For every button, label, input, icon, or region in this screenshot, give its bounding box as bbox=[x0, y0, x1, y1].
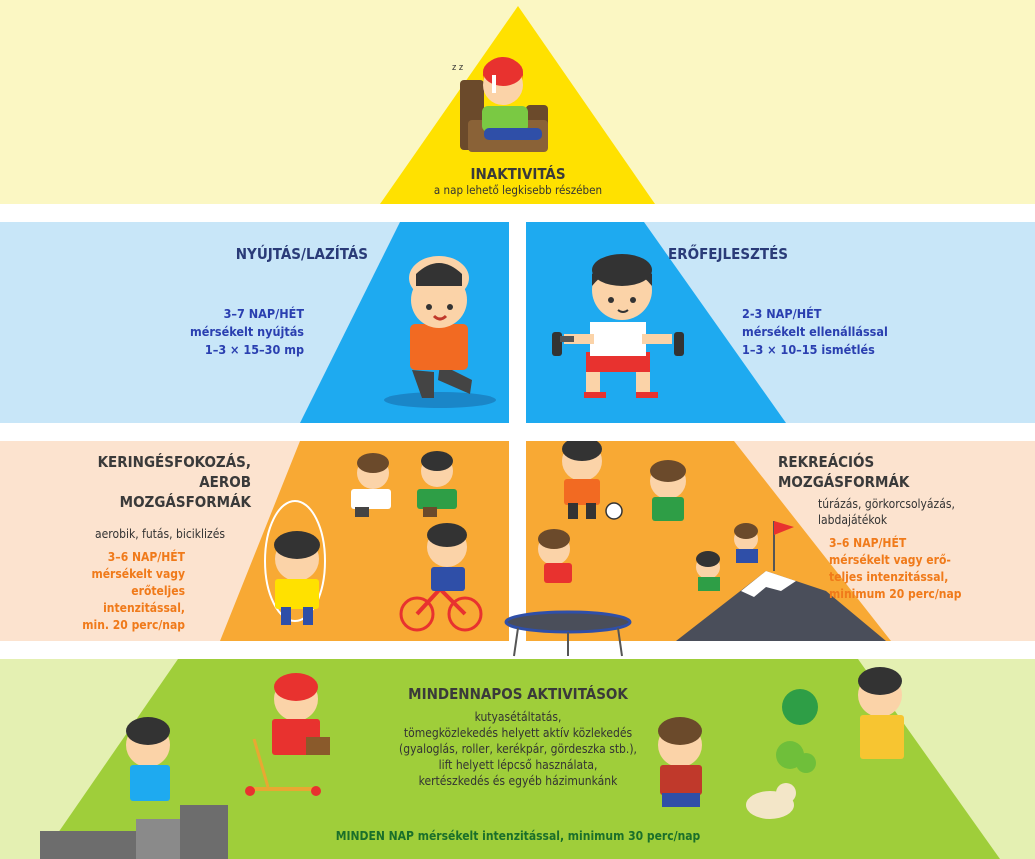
daily-line-3: (gyaloglás, roller, kerékpár, gördeszka … bbox=[399, 742, 637, 756]
daily-line-4: lift helyett lépcső használata, bbox=[438, 758, 598, 772]
recreation-band: REKREÁCIÓS MOZGÁSFORMÁK túrázás, görkorc… bbox=[526, 441, 1035, 641]
weightlifting-person-icon bbox=[538, 252, 713, 402]
aerobic-people-icon bbox=[264, 451, 483, 632]
strength-detail-1: mérsékelt ellenállással bbox=[742, 324, 888, 339]
daily-line-1: kutyasétáltatás, bbox=[474, 710, 562, 724]
aerobic-title-3: MOZGÁSFORMÁK bbox=[119, 493, 251, 511]
recreation-detail-3: teljes intenzitással, bbox=[829, 570, 949, 584]
stretch-detail-1: mérsékelt nyújtás bbox=[190, 324, 304, 339]
recreation-detail-1: 3–6 NAP/HÉT bbox=[829, 536, 907, 550]
strength-frequency: 2-3 NAP/HÉT bbox=[742, 306, 822, 321]
aerobic-detail-3: erőteljes bbox=[131, 584, 185, 598]
daily-title: MINDENNAPOS AKTIVITÁSOK bbox=[408, 685, 628, 703]
aerobic-examples: aerobik, futás, biciklizés bbox=[95, 527, 225, 541]
recreation-detail-2: mérsékelt vagy erő- bbox=[829, 553, 951, 567]
recreation-detail-4: minimum 20 perc/nap bbox=[829, 587, 962, 601]
trampoline-icon bbox=[504, 610, 632, 657]
aerobic-detail-1: 3–6 NAP/HÉT bbox=[107, 550, 185, 564]
recreation-title-2: MOZGÁSFORMÁK bbox=[778, 473, 910, 491]
daily-footer: MINDEN NAP mérsékelt intenzitással, mini… bbox=[335, 829, 701, 843]
stretch-title: NYÚJTÁS/LAZÍTÁS bbox=[235, 245, 368, 263]
stretching-person-icon bbox=[382, 252, 497, 412]
recreation-people-icon bbox=[538, 441, 886, 641]
stretch-frequency: 3–7 NAP/HÉT bbox=[223, 306, 304, 321]
inactivity-subtitle: a nap lehető legkisebb részében bbox=[433, 183, 603, 197]
sleeping-person-icon: z z bbox=[452, 56, 548, 152]
inactivity-triangle bbox=[380, 6, 655, 204]
aerobic-detail-4: intenzitással, bbox=[103, 601, 185, 615]
recreation-title-1: REKREÁCIÓS bbox=[778, 453, 875, 471]
inactivity-band: z z INAKTIVITÁS a nap lehető legkisebb r… bbox=[0, 0, 1035, 204]
aerobic-detail-2: mérsékelt vagy bbox=[91, 567, 185, 581]
stretch-band: NYÚJTÁS/LAZÍTÁS 3–7 NAP/HÉT mérsékelt ny… bbox=[0, 222, 509, 423]
daily-line-2: tömegközlekedés helyett aktív közlekedés bbox=[403, 726, 633, 740]
recreation-examples-1: túrázás, görkorcsolyázás, bbox=[818, 497, 955, 511]
svg-text:z z: z z bbox=[452, 63, 463, 73]
aerobic-title-2: AEROB bbox=[199, 473, 251, 491]
daily-band: MINDENNAPOS AKTIVITÁSOK kutyasétáltatás,… bbox=[0, 659, 1035, 859]
strength-title: ERŐFEJLESZTÉS bbox=[668, 245, 789, 263]
strength-band: ERŐFEJLESZTÉS 2-3 NAP/HÉT mérsékelt elle… bbox=[526, 222, 1035, 423]
aerobic-band: KERINGÉSFOKOZÁS, AEROB MOZGÁSFORMÁK aero… bbox=[0, 441, 509, 641]
recreation-examples-2: labdajátékok bbox=[818, 513, 888, 527]
aerobic-detail-5: min. 20 perc/nap bbox=[82, 618, 185, 632]
stretch-detail-2: 1–3 × 15–30 mp bbox=[204, 342, 304, 357]
aerobic-title-1: KERINGÉSFOKOZÁS, bbox=[97, 453, 251, 471]
strength-detail-2: 1–3 × 10–15 ismétlés bbox=[742, 342, 875, 357]
daily-people-icon bbox=[40, 667, 904, 859]
daily-line-5: kertészkedés és egyéb házimunkánk bbox=[418, 774, 618, 788]
inactivity-title: INAKTIVITÁS bbox=[470, 165, 566, 183]
